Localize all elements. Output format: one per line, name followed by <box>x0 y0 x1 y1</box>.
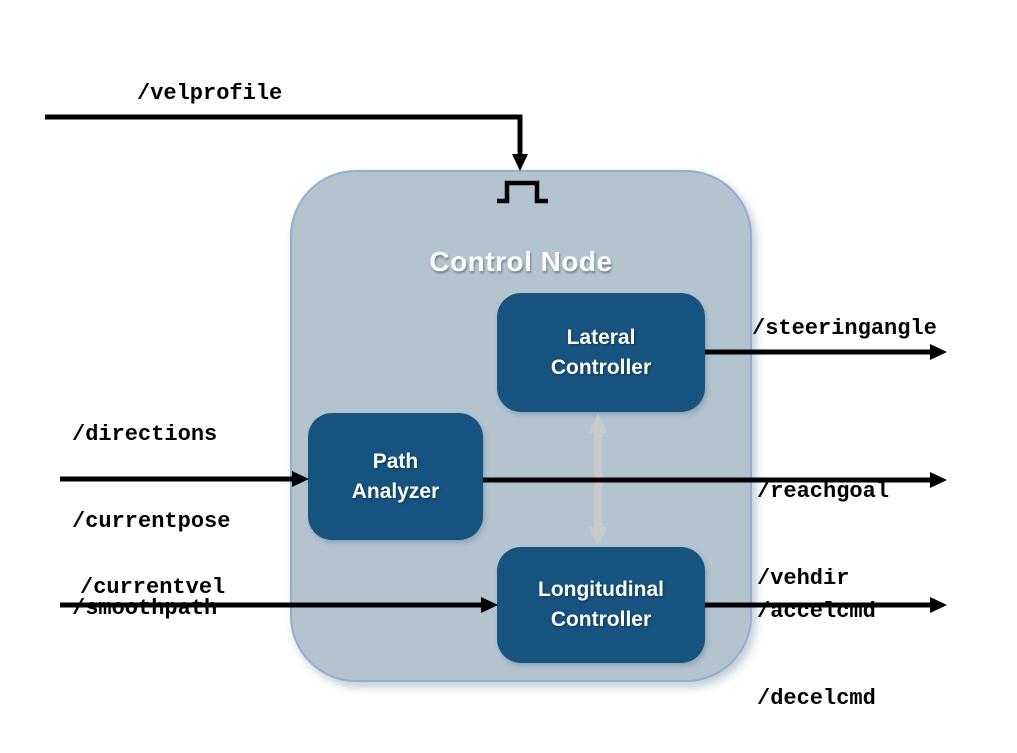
topic-label-velprofile: /velprofile <box>137 81 283 106</box>
path-analyzer-block: Path Analyzer <box>308 413 483 540</box>
topic-label-currentpose: /currentpose <box>72 509 231 534</box>
topic-label-directions: /directions <box>72 422 218 447</box>
topic-label-accelcmd: /accelcmd <box>757 599 876 624</box>
topic-labels-path-outputs: /reachgoal /vehdir <box>757 419 889 651</box>
topic-label-steeringangle: /steeringangle <box>752 316 937 341</box>
lateral-controller-block: Lateral Controller <box>497 293 705 412</box>
topic-label-currentvel: /currentvel <box>80 575 226 600</box>
arrow-velprofile <box>45 114 528 171</box>
topic-label-smoothpath: /smoothpath <box>72 596 218 621</box>
topic-labels-longitudinal-outputs: /accelcmd /decelcmd <box>757 539 876 753</box>
topic-label-decelcmd: /decelcmd <box>757 686 876 711</box>
topic-labels-path-inputs: /directions /currentpose /smoothpath <box>72 362 230 681</box>
control-node-title: Control Node <box>429 246 613 277</box>
topic-label-vehdir: /vehdir <box>757 566 850 591</box>
longitudinal-controller-block: Longitudinal Controller <box>497 547 705 663</box>
topic-label-reachgoal: /reachgoal <box>757 479 890 504</box>
